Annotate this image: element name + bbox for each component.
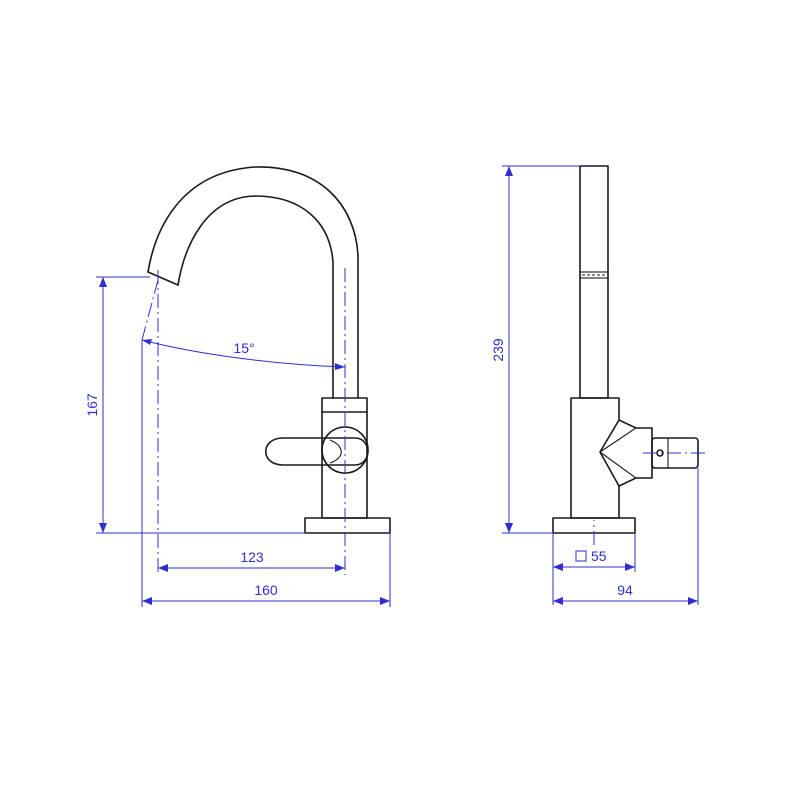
side-pipe: [579, 165, 609, 399]
depth-dimension: 94: [553, 468, 699, 605]
angle-reference-line: [141, 279, 159, 341]
aerator-band: [579, 271, 609, 279]
width-label-front: 160: [254, 582, 278, 598]
height-label-front: 167: [84, 393, 100, 417]
reach-dimension: 123: [158, 549, 345, 572]
base-dimension: 55: [552, 533, 636, 605]
spout: [147, 166, 359, 399]
side-body: [570, 397, 653, 519]
reach-label: 123: [240, 549, 264, 565]
angle-dimension: 15°: [141, 339, 346, 370]
height-dimension-front: 167: [84, 276, 305, 534]
front-view: 15° 167 123 160: [84, 166, 391, 607]
height-label-side: 239: [490, 338, 506, 362]
depth-label: 94: [617, 582, 633, 598]
base-plate: [304, 517, 391, 534]
side-view: 239 55 94: [490, 165, 706, 605]
lever-handle: [265, 437, 369, 466]
base-label: 55: [591, 548, 607, 564]
angle-label: 15°: [233, 340, 254, 356]
width-dimension-front: 160: [141, 340, 391, 607]
square-symbol: [575, 550, 587, 562]
height-dimension-side: 239: [490, 165, 580, 534]
